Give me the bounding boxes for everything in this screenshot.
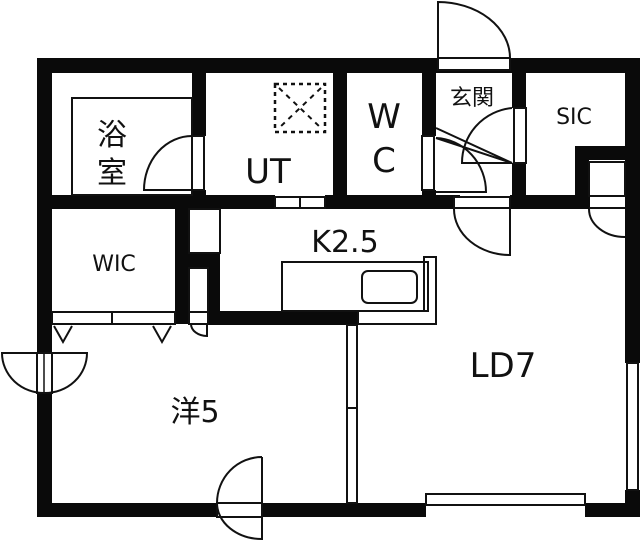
utility-room: UT — [245, 82, 327, 209]
entrance: 玄関 — [421, 0, 527, 257]
toilet-room: W C — [367, 97, 401, 181]
western-room: 洋5 — [0, 352, 263, 540]
living-dining: LD7 — [425, 346, 639, 506]
washer-space-icon — [273, 82, 327, 134]
walk-in-closet: WIC — [51, 208, 221, 345]
sink-icon — [361, 270, 418, 304]
kitchen-label: K2.5 — [311, 225, 378, 260]
ut-label: UT — [245, 152, 291, 192]
wc-label-1: W — [367, 97, 401, 137]
entrance-label: 玄関 — [450, 86, 494, 111]
wc-label-2: C — [372, 141, 396, 181]
western-room-label: 洋5 — [170, 395, 219, 430]
interior-walls — [37, 58, 640, 325]
kitchen: K2.5 — [281, 225, 437, 504]
sic-label: SIC — [556, 105, 592, 130]
bathroom: 浴 室 — [71, 97, 205, 196]
living-dining-label: LD7 — [470, 346, 537, 386]
shoe-closet: SIC — [556, 105, 626, 238]
wic-label: WIC — [92, 252, 136, 277]
bath-label-2: 室 — [97, 156, 127, 191]
bath-label-1: 浴 — [97, 118, 127, 153]
